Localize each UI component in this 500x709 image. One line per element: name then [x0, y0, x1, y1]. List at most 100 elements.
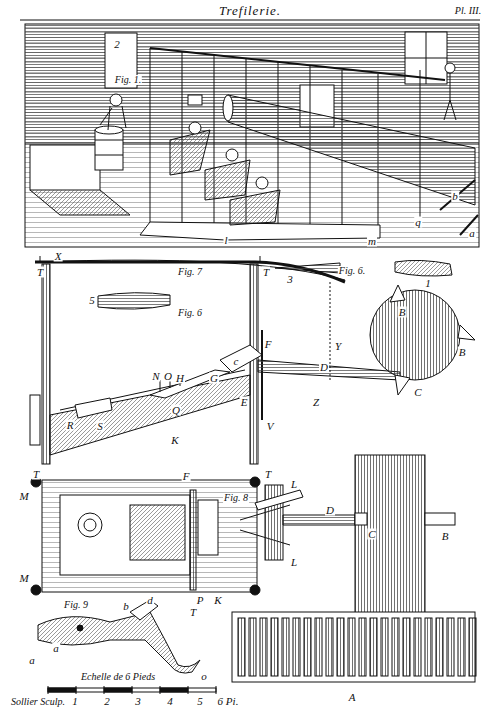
engraving-stroke — [78, 513, 102, 537]
engraving-stroke — [95, 126, 123, 134]
callout-letter: m — [367, 236, 377, 247]
caption-text: Echelle de 6 Pieds — [80, 672, 156, 682]
figure-number: Fig. 9 — [63, 600, 89, 610]
engraving-stroke — [370, 290, 460, 380]
engraving-stroke — [35, 260, 345, 280]
callout-letter: 3 — [286, 274, 294, 285]
callout-letter: 5 — [88, 295, 96, 306]
plate-title: Trefilerie. — [219, 3, 281, 19]
engraving-stroke — [348, 618, 355, 676]
engraving-stroke — [271, 618, 278, 676]
engraving-stroke — [255, 490, 303, 510]
engraving-stroke — [75, 398, 112, 418]
engraving-stroke — [20, 20, 480, 694]
callout-letter: H — [175, 373, 185, 384]
engraving-stroke — [304, 618, 311, 676]
engraving-stroke — [228, 95, 475, 205]
figure-number: Fig. 8 — [223, 493, 249, 503]
callout-letter: l — [223, 235, 228, 246]
engraving-stroke — [189, 122, 201, 134]
engraving-stroke — [216, 686, 217, 694]
engraving-stroke — [140, 222, 380, 240]
engraving-stroke — [355, 455, 425, 620]
engraving-stroke — [160, 688, 188, 692]
callout-letter: 5 — [196, 696, 204, 707]
engraving-stroke — [381, 618, 388, 676]
engraving-stroke — [447, 618, 454, 676]
engraving-stroke — [250, 585, 260, 595]
callout-letter: S — [96, 421, 104, 432]
engraving-stroke — [355, 513, 367, 525]
engraving-stroke — [30, 395, 40, 445]
engraving-stroke — [232, 612, 475, 682]
engraving-stroke — [359, 618, 366, 676]
engraving-stroke — [25, 24, 479, 247]
callout-letter: T — [32, 469, 40, 480]
callout-letter: Z — [312, 397, 320, 408]
engraving-stroke — [250, 264, 258, 464]
engraving-stroke — [258, 360, 400, 380]
engraving-stroke — [20, 20, 480, 21]
caption-text: Sollier Sculp. — [10, 697, 66, 707]
callout-letter: a — [52, 643, 60, 654]
callout-letter: E — [240, 397, 249, 408]
engraving-stroke — [40, 256, 260, 262]
engraving-stroke — [38, 612, 200, 673]
engraving-stroke — [238, 618, 245, 676]
engraving-stroke — [50, 375, 250, 455]
engraving-stroke — [42, 264, 50, 464]
callout-letter: b — [451, 191, 459, 202]
figure-number: Fig. 6 — [177, 308, 203, 318]
engraving-stroke — [95, 140, 123, 155]
callout-letter: G — [209, 373, 219, 384]
callout-letter: q — [414, 217, 422, 228]
callout-letter: M — [18, 573, 29, 584]
engraving-stroke — [260, 618, 267, 676]
engraving-stroke — [170, 130, 280, 225]
engraving-stroke — [444, 73, 456, 120]
engraving-stroke — [30, 145, 100, 190]
callout-letter: L — [290, 557, 298, 568]
callout-letter: P — [196, 595, 205, 606]
engraving-stroke — [283, 515, 355, 525]
engraving-stroke — [98, 293, 170, 309]
engraving-stroke — [188, 95, 202, 105]
engraving-stroke — [392, 618, 399, 676]
engraving-stroke — [390, 285, 475, 395]
caption-text: 6 Pi. — [217, 696, 240, 707]
callout-letter: 1 — [424, 278, 432, 289]
callout-letter: C — [413, 387, 422, 398]
engraving-stroke — [31, 585, 41, 595]
callout-letter: B — [441, 531, 450, 542]
callout-letter: V — [266, 421, 275, 432]
engraving-stroke — [337, 618, 344, 676]
engraving-stroke — [188, 686, 189, 694]
engraving-stroke — [30, 190, 130, 215]
callout-letter: 2 — [113, 39, 121, 50]
engraving-stroke — [60, 495, 190, 575]
callout-letter: d — [146, 595, 154, 606]
engraving-stroke — [84, 519, 96, 531]
figure-number: Fig. 7 — [177, 267, 203, 277]
callout-letter: o — [200, 671, 208, 682]
callout-letter: a — [468, 228, 476, 239]
callout-letter: 4 — [166, 696, 174, 707]
engraving-stroke — [405, 58, 447, 59]
engraving-stroke — [425, 513, 455, 525]
engraving-stroke — [77, 625, 83, 631]
callout-letter: M — [18, 491, 29, 502]
figure-number: Fig. 6. — [338, 266, 366, 276]
engraving-stroke — [330, 282, 331, 380]
engraving-stroke — [76, 686, 77, 694]
engraving-stroke — [315, 618, 322, 676]
engraving-stroke — [220, 345, 262, 372]
engraving-stroke — [42, 480, 257, 592]
engraving-stroke — [436, 618, 443, 676]
caption-text: Pl. III. — [454, 6, 482, 16]
callout-letter: 3 — [134, 696, 142, 707]
callout-letter: T — [189, 607, 197, 618]
callout-letter: Q — [171, 405, 181, 416]
engraving-stroke — [150, 48, 445, 80]
engraving-stroke — [275, 263, 340, 273]
